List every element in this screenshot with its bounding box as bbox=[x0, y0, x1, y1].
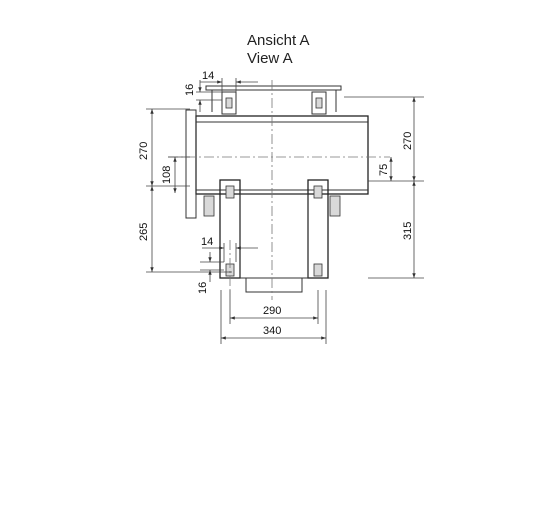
top-flange bbox=[205, 85, 342, 115]
dim-label-top-bracket-width: 14 bbox=[202, 70, 214, 82]
right-dimensions bbox=[344, 96, 424, 279]
dim-label-center-offset-left: 108 bbox=[161, 166, 173, 184]
dim-label-lower-bracket-height: 16 bbox=[197, 282, 209, 294]
view-title-german: Ansicht A bbox=[247, 32, 310, 49]
dim-label-lower-height-right: 315 bbox=[402, 222, 414, 240]
left-dimensions bbox=[146, 108, 232, 273]
lower-frame bbox=[219, 179, 329, 293]
dim-label-lower-bracket-width: 14 bbox=[201, 236, 213, 248]
lower-bracket-dimensions bbox=[200, 243, 258, 282]
dim-label-outer-width: 340 bbox=[263, 325, 281, 337]
view-title-english: View A bbox=[247, 50, 293, 67]
dim-label-lower-height-left: 265 bbox=[138, 223, 150, 241]
dim-label-inner-width: 290 bbox=[263, 305, 281, 317]
dim-label-upper-height-right: 270 bbox=[402, 132, 414, 150]
dim-label-upper-height-left: 270 bbox=[138, 142, 150, 160]
center-lines bbox=[168, 80, 390, 300]
bottom-dimensions bbox=[220, 290, 327, 344]
main-housing bbox=[185, 109, 369, 219]
dim-label-center-offset-right: 75 bbox=[378, 164, 390, 176]
dim-label-top-bracket-height: 16 bbox=[184, 84, 196, 96]
top-bracket-dimensions bbox=[196, 78, 258, 112]
